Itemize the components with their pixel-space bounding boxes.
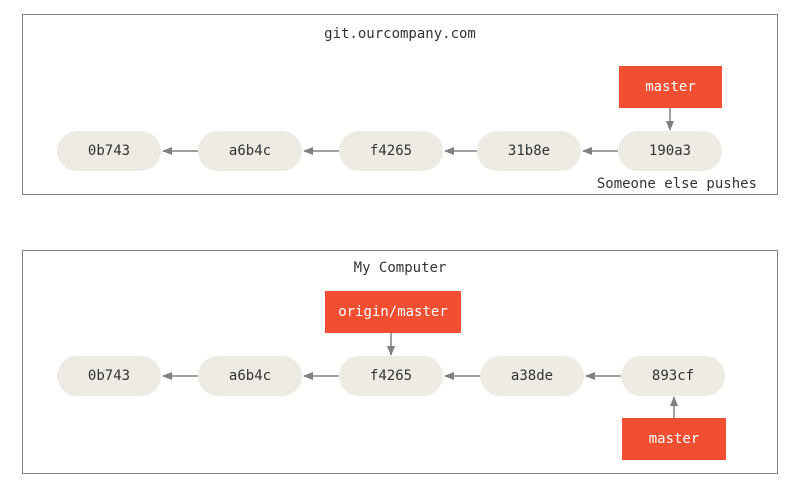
remote-panel-title: git.ourcompany.com	[324, 26, 476, 42]
remote-commit-node: a6b4c	[198, 131, 302, 171]
origin-master-branch-label: origin/master	[325, 291, 461, 333]
remote-commit-node: 190a3	[618, 131, 722, 171]
local-commit-node: 893cf	[621, 356, 725, 396]
local-master-branch-label: master	[622, 418, 726, 460]
local-commit-node: a6b4c	[198, 356, 302, 396]
local-commit-node: a38de	[480, 356, 584, 396]
remote-commit-node: 31b8e	[477, 131, 581, 171]
local-panel-title: My Computer	[353, 260, 447, 276]
remote-push-note: Someone else pushes	[596, 176, 757, 192]
local-commit-node: 0b743	[57, 356, 161, 396]
remote-master-branch-label: master	[619, 66, 722, 108]
local-commit-node: f4265	[339, 356, 443, 396]
remote-commit-node: 0b743	[57, 131, 161, 171]
remote-commit-node: f4265	[339, 131, 443, 171]
